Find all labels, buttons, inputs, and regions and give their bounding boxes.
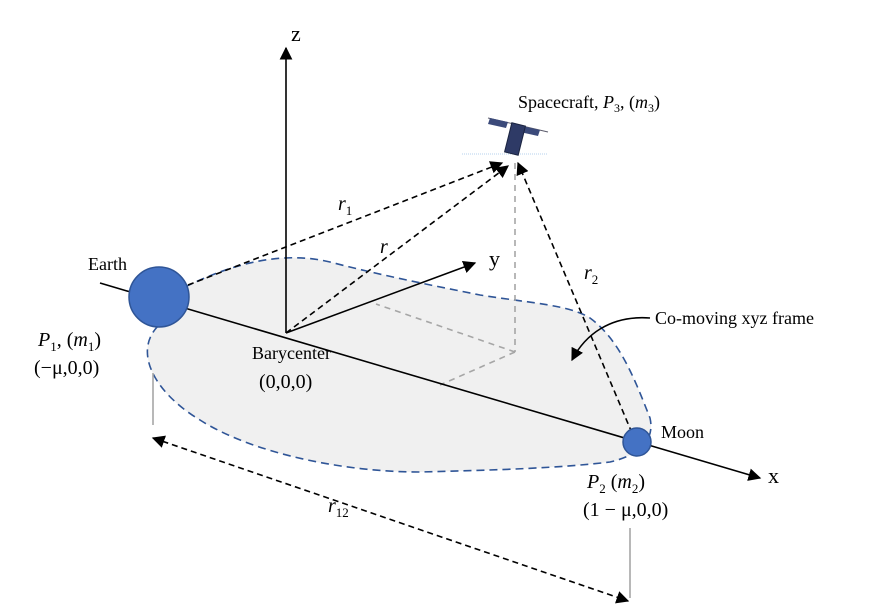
frame-pointer-arrow bbox=[571, 316, 651, 362]
r12-label: r12 bbox=[328, 495, 349, 520]
z-axis-label: z bbox=[291, 21, 301, 46]
earth-name: Earth bbox=[88, 254, 127, 274]
earth-coords: (−μ,0,0) bbox=[34, 357, 99, 379]
r1-label: r1 bbox=[338, 193, 352, 218]
position-vectors bbox=[187, 161, 633, 434]
p1-label: P1, (m1) bbox=[37, 329, 101, 354]
moon-coords: (1 − μ,0,0) bbox=[583, 499, 668, 521]
p2-label: P2 (m2) bbox=[586, 471, 645, 496]
y-axis bbox=[285, 260, 477, 334]
x-axis-label: x bbox=[768, 463, 779, 488]
r-label: r bbox=[380, 236, 388, 258]
barycenter-coords: (0,0,0) bbox=[259, 371, 312, 393]
moon-name: Moon bbox=[661, 422, 704, 442]
spacecraft-label: Spacecraft, P3, (m3) bbox=[518, 92, 660, 115]
barycenter-label: Barycenter bbox=[252, 343, 331, 363]
r12-distance bbox=[151, 373, 631, 604]
co-moving-plane bbox=[146, 256, 652, 473]
moon-icon bbox=[622, 427, 652, 457]
y-axis-label: y bbox=[489, 246, 500, 271]
frame-label: Co-moving xyz frame bbox=[655, 308, 814, 328]
r2-label: r2 bbox=[584, 262, 598, 287]
projection-lines bbox=[375, 163, 516, 386]
spacecraft-icon bbox=[462, 117, 549, 156]
earth-icon bbox=[128, 266, 190, 328]
